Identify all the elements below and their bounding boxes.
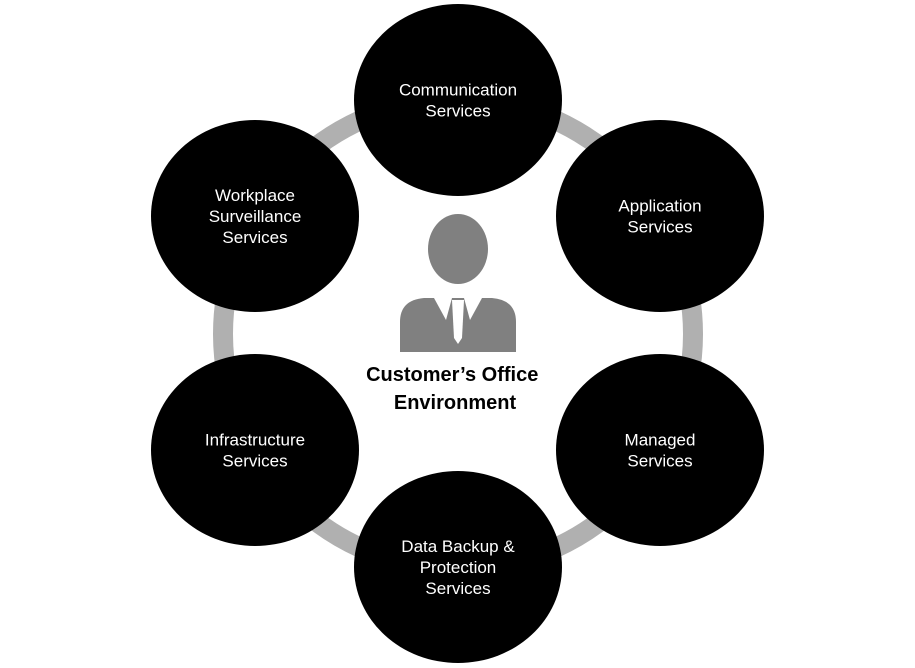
node-label-line: Application (618, 197, 701, 216)
node-label-line: Services (627, 452, 692, 471)
node-circle-workplace-surveillance (151, 120, 359, 312)
center-label: Customer’s Office Environment (366, 364, 544, 414)
node-label-line: Communication (399, 81, 517, 100)
node-label-line: Services (425, 102, 490, 121)
node-label-line: Services (627, 218, 692, 237)
node-label-line: Managed (625, 431, 696, 450)
node-label-line: Services (425, 579, 490, 598)
node-label-line: Services (222, 452, 287, 471)
center-label-line-1: Customer’s Office (366, 364, 538, 386)
node-label-line: Surveillance (209, 207, 302, 226)
node-label-line: Services (222, 228, 287, 247)
node-label-line: Protection (420, 558, 497, 577)
node-circle-managed (556, 354, 764, 546)
node-circle-application (556, 120, 764, 312)
node-label-line: Infrastructure (205, 431, 305, 450)
node-circle-data-backup (354, 471, 562, 663)
node-label-line: Workplace (215, 186, 295, 205)
center-label-line-2: Environment (394, 392, 517, 414)
node-circle-communication (354, 4, 562, 196)
node-circle-infrastructure (151, 354, 359, 546)
node-label-line: Data Backup & (401, 537, 515, 556)
businessman-icon (400, 214, 516, 352)
